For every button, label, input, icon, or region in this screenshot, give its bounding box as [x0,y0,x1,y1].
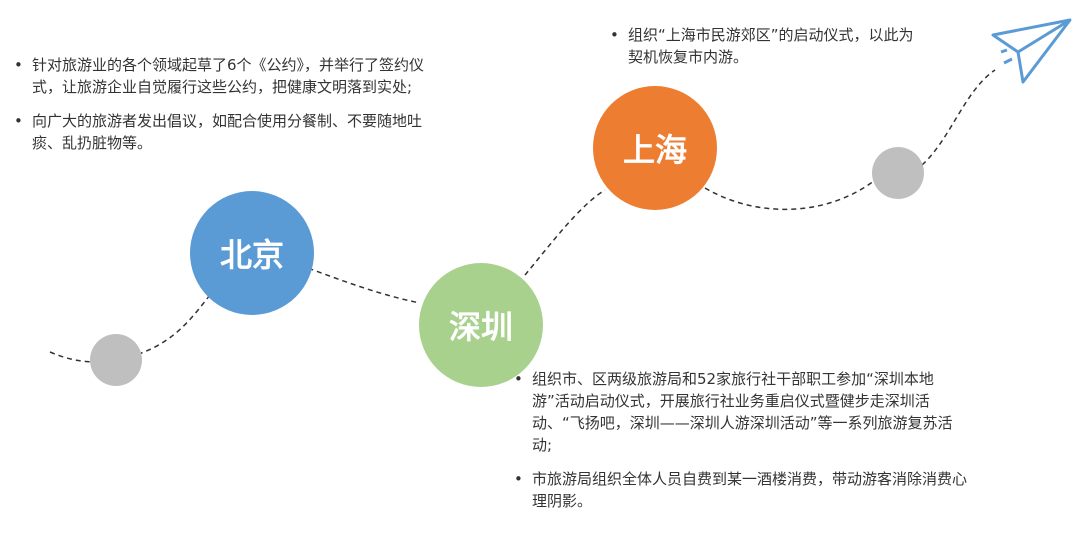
shenzhen-notes: 组织市、区两级旅游局和52家旅行社干部职工参加“深圳本地游”活动启动仪式，开展旅… [510,368,970,524]
city-circle-beijing: 北京 [190,191,314,315]
paper-plane-icon [991,18,1072,84]
city-circle-shenzhen: 深圳 [419,263,543,387]
city-label-shanghai: 上海 [622,131,687,169]
shanghai-notes: 组织“上海市民游郊区”的启动仪式，以此为契机恢复市内游。 [606,24,926,80]
note-item: 市旅游局组织全体人员自费到某一酒楼消费，带动游客消除消费心理阴影。 [510,468,970,512]
city-label-beijing: 北京 [219,236,284,274]
note-item: 组织市、区两级旅游局和52家旅行社干部职工参加“深圳本地游”活动启动仪式，开展旅… [510,368,970,456]
beijing-notes: 针对旅游业的各个领域起草了6个《公约》，并举行了签约仪式，让旅游企业自觉履行这些… [10,54,450,166]
milestone-dot-start [90,334,142,386]
note-item: 组织“上海市民游郊区”的启动仪式，以此为契机恢复市内游。 [606,24,926,68]
note-item: 向广大的旅游者发出倡议，如配合使用分餐制、不要随地吐痰、乱扔脏物等。 [10,110,450,154]
city-circle-shanghai: 上海 [593,86,717,210]
milestone-dot-end [872,147,924,199]
note-item: 针对旅游业的各个领域起草了6个《公约》，并举行了签约仪式，让旅游企业自觉履行这些… [10,54,450,98]
city-label-shenzhen: 深圳 [448,308,513,346]
